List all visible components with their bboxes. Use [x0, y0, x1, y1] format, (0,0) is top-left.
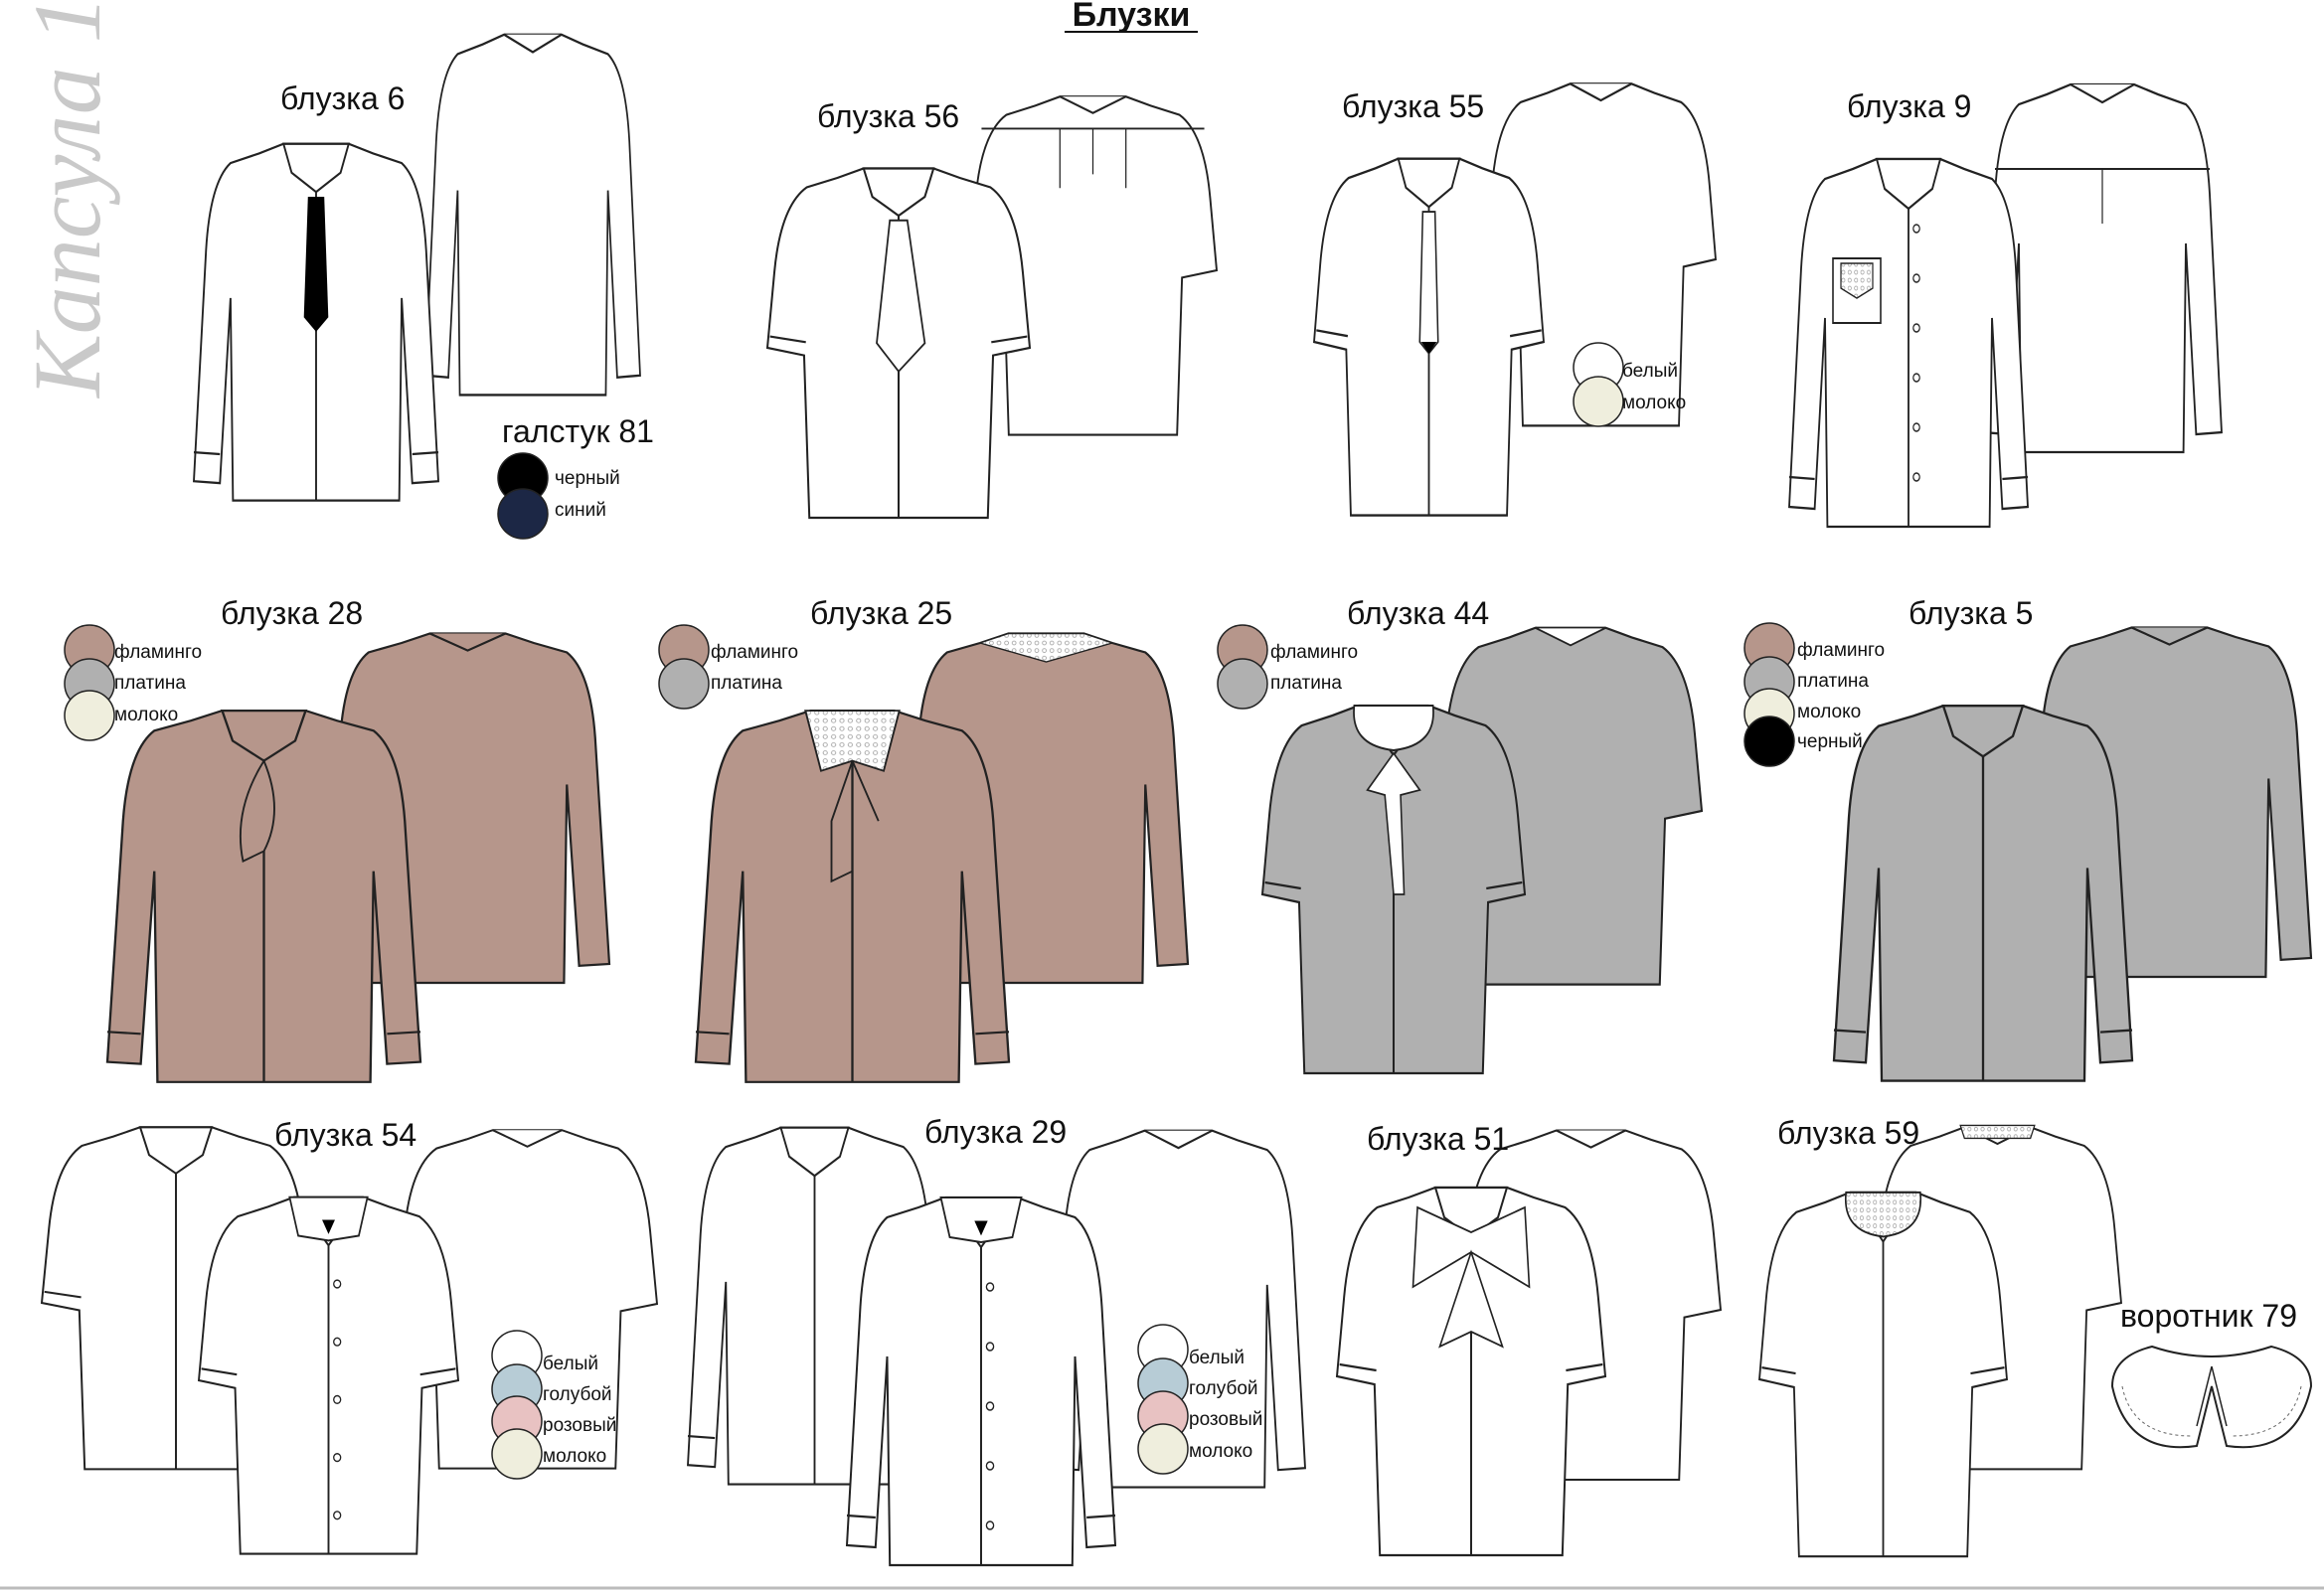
blouse-55-label: блузка 55: [1342, 88, 1484, 124]
blouse-29-swatch-label: розовый: [1189, 1409, 1262, 1430]
blouse-6-back: [423, 33, 642, 397]
model-blouse-51[interactable]: блузка 51: [1335, 1121, 1723, 1557]
ruffle-collar-icon: [1844, 1191, 1922, 1238]
swatch-milk-icon: [491, 1428, 543, 1480]
swatch-milk-icon: [1137, 1423, 1189, 1475]
model-blouse-44[interactable]: блузка 44 фламинго платина: [1217, 595, 1704, 1075]
model-blouse-28[interactable]: блузка 28 фламинго платина молоко: [64, 595, 611, 1083]
blouse-44-swatch-label: платина: [1270, 673, 1342, 694]
model-blouse-6[interactable]: блузка 6: [192, 33, 642, 502]
blouse-59-front: [1757, 1191, 2009, 1558]
tie-narrow-icon: [1418, 211, 1439, 356]
lace-collar-icon: [804, 710, 901, 772]
model-blouse-9[interactable]: блузка 9: [1787, 82, 2224, 529]
blouse-25-swatch-label: платина: [711, 673, 782, 694]
blouse-28-swatch-label: молоко: [114, 705, 178, 725]
bow-icon: [1366, 751, 1421, 895]
swatch-platinum-icon: [1217, 658, 1268, 710]
blouse-54-swatch-label: молоко: [543, 1446, 606, 1467]
heart-icon: [974, 1220, 988, 1236]
swatch-black-icon: [1743, 716, 1795, 767]
blouse-44-front: [1260, 704, 1527, 1075]
blouse-54-swatch-label: белый: [543, 1354, 598, 1374]
swatch-milk-icon: [64, 690, 115, 741]
swatch-navy-icon: [497, 488, 549, 540]
blouse-29-swatch-label: голубой: [1189, 1378, 1258, 1399]
blouse-5-front: [1832, 705, 2134, 1082]
collar-79-label: воротник 79: [2120, 1298, 2297, 1334]
blouse-6-label: блузка 6: [280, 80, 405, 116]
blouse-54-swatch-label: голубой: [543, 1384, 612, 1405]
tie-81-swatch-label: черный: [555, 468, 620, 489]
blouse-56-back: [967, 95, 1219, 436]
blouse-56-label: блузка 56: [817, 98, 959, 134]
blouse-59-back: [1872, 1124, 2123, 1471]
collar-79-drawing: [2110, 1345, 2313, 1449]
blouse-51-label: блузка 51: [1367, 1121, 1509, 1157]
model-blouse-25[interactable]: блузка 25 фламинго платина: [658, 595, 1190, 1083]
blouse-5-swatch-label: молоко: [1797, 702, 1861, 722]
blouse-29-swatch-label: белый: [1189, 1348, 1245, 1368]
page-title: Блузки: [1073, 0, 1191, 34]
bow-icon: [239, 758, 275, 863]
blouse-9-label: блузка 9: [1847, 88, 1971, 124]
blouse-29-front: [845, 1196, 1117, 1567]
tie-81-swatch-label: синий: [555, 500, 606, 521]
heart-icon: [322, 1219, 335, 1234]
model-blouse-5[interactable]: блузка 5 фламинго платина молоко черный: [1743, 595, 2313, 1082]
capsule-title: Капсула 1: [14, 0, 120, 399]
blouse-56-front: [765, 167, 1032, 520]
blouse-55-swatch-label: молоко: [1622, 393, 1686, 413]
tie-black-icon: [303, 197, 329, 332]
blouse-9-back: [1981, 82, 2224, 454]
model-blouse-54[interactable]: блузка 54 белый голубой розовый молоко: [40, 1117, 659, 1555]
blouse-55-front: [1312, 157, 1546, 517]
buttons-icon: [1912, 224, 1920, 482]
model-blouse-55[interactable]: блузка 55 белый молоко: [1312, 82, 1718, 517]
blouse-54-label: блузка 54: [274, 1117, 416, 1153]
blouse-5-swatch-label: фламинго: [1797, 640, 1885, 661]
blouse-25-swatch-label: фламинго: [711, 642, 798, 663]
tie-81-label: галстук 81: [502, 413, 654, 449]
blouse-54-swatch-label: розовый: [543, 1415, 616, 1436]
round-collar-icon: [1353, 705, 1434, 752]
swatch-milk-icon: [1573, 376, 1624, 427]
model-blouse-59[interactable]: блузка 59: [1757, 1115, 2123, 1558]
model-blouse-29[interactable]: блузка 29 белый голубой розовый молоко: [686, 1114, 1307, 1567]
blouse-5-label: блузка 5: [1909, 595, 2033, 631]
blouse-6-front: [192, 142, 440, 502]
model-collar-79[interactable]: воротник 79: [2110, 1298, 2313, 1449]
blouse-5-swatch-label: платина: [1797, 671, 1869, 692]
blouse-29-label: блузка 29: [924, 1114, 1067, 1150]
blouse-29-swatch-label: молоко: [1189, 1441, 1252, 1462]
model-blouse-56[interactable]: блузка 56: [765, 95, 1219, 520]
tie-white-icon: [876, 219, 926, 374]
blouse-59-label: блузка 59: [1777, 1115, 1919, 1151]
blouse-28-swatch-label: платина: [114, 673, 186, 694]
blouse-9-front: [1787, 157, 2030, 529]
blouse-28-label: блузка 28: [221, 595, 363, 631]
blouse-25-label: блузка 25: [810, 595, 952, 631]
swatch-platinum-icon: [658, 658, 710, 710]
blouse-28-swatch-label: фламинго: [114, 642, 202, 663]
tie-81-group: галстук 81 черный синий: [497, 413, 654, 540]
blouse-44-swatch-label: фламинго: [1270, 642, 1358, 663]
blouse-25-front: [694, 709, 1011, 1083]
blouse-51-front: [1335, 1186, 1607, 1557]
blouse-28-front: [105, 709, 422, 1083]
blouse-5-swatch-label: черный: [1797, 731, 1863, 752]
blouse-44-label: блузка 44: [1347, 595, 1489, 631]
blouse-55-swatch-label: белый: [1622, 361, 1678, 382]
blouse-25-back: [903, 632, 1190, 985]
blouse-44-back: [1437, 626, 1704, 986]
blouse-54-front: [197, 1196, 460, 1555]
